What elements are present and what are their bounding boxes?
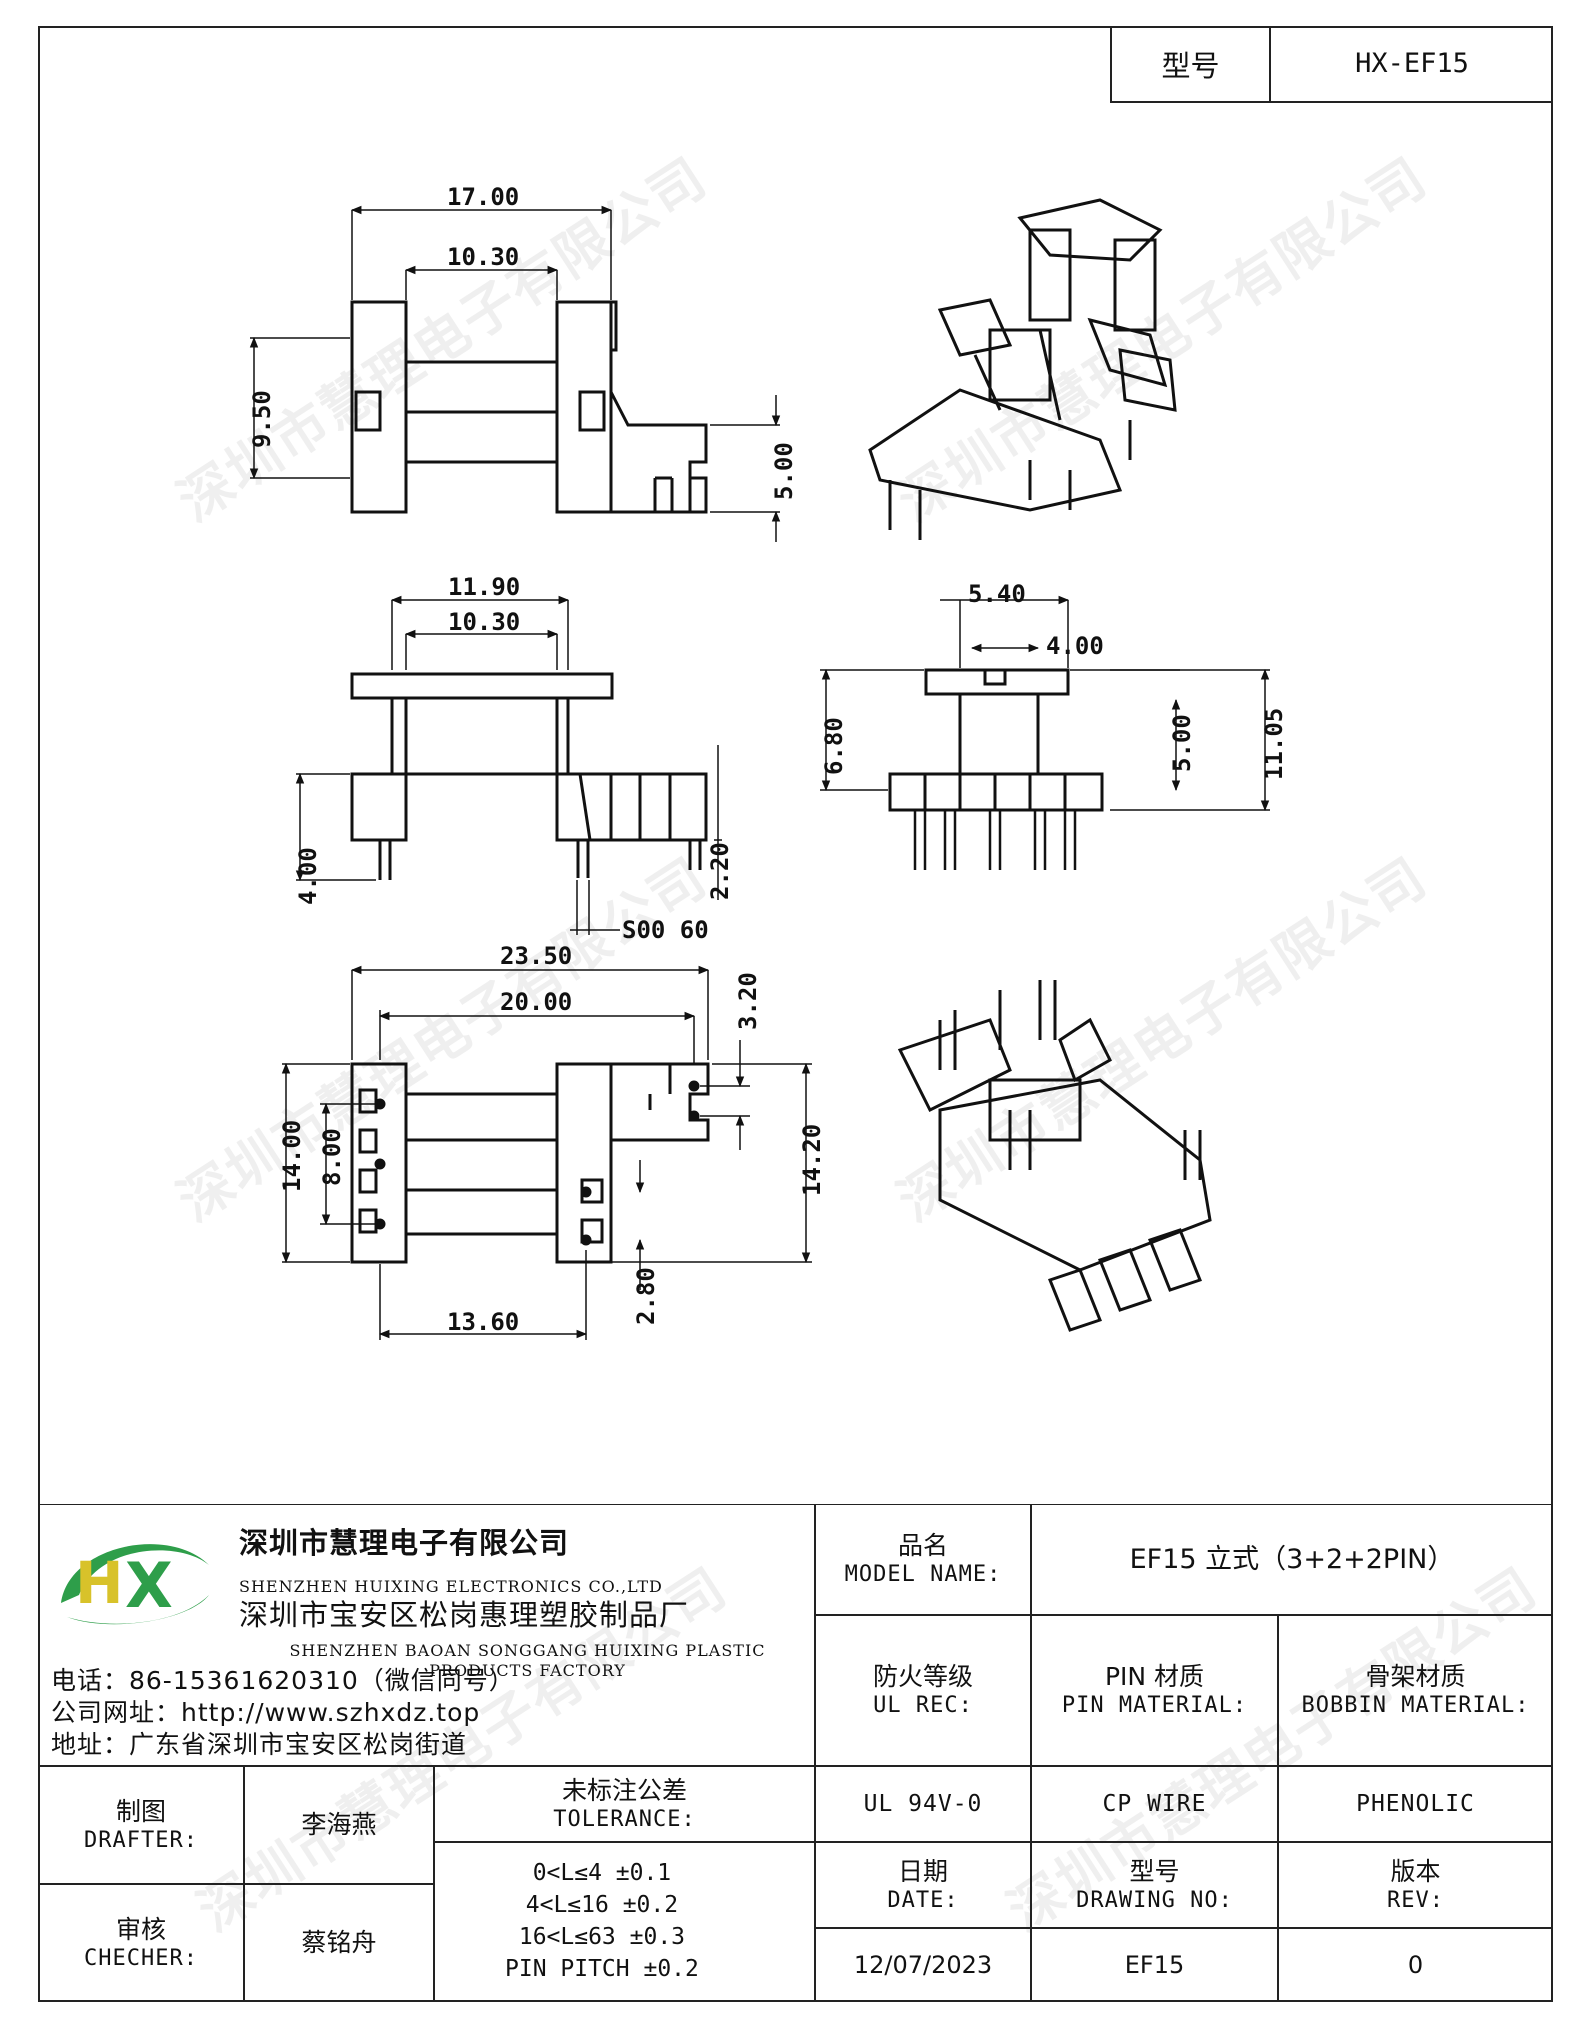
drawing-no-label: 型号 DRAWING NO: <box>1031 1842 1278 1928</box>
product-value: EF15 立式（3+2+2PIN） <box>1129 1543 1455 1575</box>
dim-4-00-side: 4.00 <box>1046 632 1104 660</box>
drafter-value: 李海燕 <box>301 1810 377 1840</box>
label-cn: 防火等级 <box>872 1662 973 1692</box>
dim-14-00: 14.00 <box>278 1120 306 1192</box>
ul-value: UL 94V-0 <box>815 1766 1031 1842</box>
label-cn: 日期 <box>897 1856 948 1886</box>
model-name-label: 品名 MODEL NAME: <box>815 1504 1031 1615</box>
pin-value: CP WIRE <box>1031 1766 1278 1842</box>
company-block: H X 深圳市慧理电子有限公司 SHENZHEN HUIXING ELECTRO… <box>38 1504 815 1766</box>
dim-5-40: 5.40 <box>968 580 1026 608</box>
tolerance-table: 0<L≤4 ±0.1 4<L≤16 ±0.2 16<L≤63 ±0.3 PIN … <box>434 1842 815 2002</box>
label-cn: 制图 <box>115 1796 166 1826</box>
top-view <box>249 205 781 542</box>
label-cn: 骨架材质 <box>1365 1662 1466 1692</box>
drawing-value-text: EF15 <box>1124 1951 1185 1979</box>
dim-10-30: 10.30 <box>447 243 519 271</box>
checker-value: 蔡铭舟 <box>301 1928 377 1958</box>
tolerance-label: 未标注公差 TOLERANCE: <box>434 1766 815 1842</box>
address: 地址：广东省深圳市宝安区松岗街道 <box>51 1730 468 1759</box>
logo-h: H <box>75 1549 124 1617</box>
label-cn: 型号 <box>1129 1856 1180 1886</box>
pin-material-label: PIN 材质 PIN MATERIAL: <box>1031 1615 1278 1766</box>
label-en: DATE: <box>887 1887 959 1913</box>
label-en: DRAWING NO: <box>1076 1887 1233 1913</box>
model-tag-value: HX-EF15 <box>1269 26 1553 103</box>
label-en: REV: <box>1387 1887 1444 1913</box>
bobbin-material-label: 骨架材质 BOBBIN MATERIAL: <box>1278 1615 1553 1766</box>
dim-8-00: 8.00 <box>318 1128 346 1186</box>
company-name-en: SHENZHEN HUIXING ELECTRONICS CO.,LTD <box>239 1577 663 1596</box>
dim-13-60: 13.60 <box>447 1308 519 1336</box>
company-name-cn: 深圳市慧理电子有限公司 <box>239 1526 570 1560</box>
ul-value-text: UL 94V-0 <box>863 1790 983 1817</box>
ul-rec-label: 防火等级 UL REC: <box>815 1615 1031 1766</box>
dim-5-00-top: 5.00 <box>770 442 798 500</box>
isometric-view-lower <box>897 980 1212 1332</box>
dim-pin-size: S00 60 <box>622 916 709 944</box>
pin-value-text: CP WIRE <box>1102 1790 1207 1817</box>
label-en: TOLERANCE: <box>553 1806 696 1832</box>
isometric-view-upper <box>868 198 1177 540</box>
rev-value-text: 0 <box>1407 1951 1424 1979</box>
dim-5-00-side: 5.00 <box>1168 714 1196 772</box>
date-label: 日期 DATE: <box>815 1842 1031 1928</box>
date-value: 12/07/2023 <box>815 1928 1031 2002</box>
tolerance-row: 16<L≤63 ±0.3 <box>518 1924 686 1950</box>
drafter-name: 李海燕 <box>244 1766 434 1884</box>
label-cn: 品名 <box>897 1531 948 1561</box>
dim-11-05: 11.05 <box>1260 708 1288 780</box>
drawing-no-value: EF15 <box>1031 1928 1278 2002</box>
dim-4-00: 4.00 <box>294 847 322 905</box>
dim-11-90: 11.90 <box>448 573 520 601</box>
dim-20-00: 20.00 <box>500 988 572 1016</box>
label-cn: 版本 <box>1390 1856 1441 1886</box>
label-cn: PIN 材质 <box>1104 1662 1205 1692</box>
tolerance-row: 4<L≤16 ±0.2 <box>525 1892 679 1918</box>
label-en: BOBBIN MATERIAL: <box>1301 1693 1530 1719</box>
side-view <box>820 595 1270 870</box>
company-logo: H X <box>61 1544 209 1625</box>
phone: 电话：86-15361620310（微信同号） <box>51 1666 515 1695</box>
drafter-label: 制图 DRAFTER: <box>38 1766 244 1884</box>
label-en: PIN MATERIAL: <box>1061 1693 1248 1719</box>
label-en: UL REC: <box>873 1693 973 1719</box>
checker-label: 审核 CHECHER: <box>38 1884 244 2002</box>
checker-name: 蔡铭舟 <box>244 1884 434 2002</box>
dim-10-30-front: 10.30 <box>448 608 520 636</box>
rev-label: 版本 REV: <box>1278 1842 1553 1928</box>
dim-2-20: 2.20 <box>706 842 734 900</box>
dim-3-20: 3.20 <box>734 972 762 1030</box>
model-name-value: EF15 立式（3+2+2PIN） <box>1031 1504 1553 1615</box>
label-en: MODEL NAME: <box>844 1562 1002 1588</box>
factory-name-cn: 深圳市宝安区松岗惠理塑胶制品厂 <box>239 1598 690 1632</box>
label-en: DRAFTER: <box>84 1827 198 1853</box>
tolerance-row: 0<L≤4 ±0.1 <box>532 1860 672 1886</box>
bobbin-value-text: PHENOLIC <box>1356 1790 1475 1817</box>
rev-value: 0 <box>1278 1928 1553 2002</box>
date-value-text: 12/07/2023 <box>853 1951 993 1979</box>
dim-17-00: 17.00 <box>447 183 519 211</box>
dim-9-50: 9.50 <box>248 390 276 448</box>
model-tag-label: 型号 <box>1110 26 1269 103</box>
label-cn: 审核 <box>115 1914 166 1944</box>
label-cn: 未标注公差 <box>561 1775 687 1805</box>
label-en: CHECHER: <box>84 1945 198 1971</box>
title-block: H X 深圳市慧理电子有限公司 SHENZHEN HUIXING ELECTRO… <box>38 1504 1553 2002</box>
tolerance-row: PIN PITCH ±0.2 <box>505 1956 699 1982</box>
dim-14-20: 14.20 <box>798 1124 826 1196</box>
dim-2-80: 2.80 <box>632 1267 660 1325</box>
bottom-view <box>281 965 812 1340</box>
dim-6-80: 6.80 <box>820 717 848 775</box>
website: 公司网址：http://www.szhxdz.top <box>51 1698 481 1727</box>
factory-name-en: SHENZHEN BAOAN SONGGANG HUIXING PLASTIC … <box>289 1641 766 1680</box>
dim-23-50: 23.50 <box>500 942 572 970</box>
front-view <box>295 595 722 935</box>
logo-x: X <box>125 1549 173 1622</box>
technical-drawing: 17.00 10.30 9.50 5.00 11.90 10.30 4.00 2… <box>248 183 1288 1340</box>
bobbin-value: PHENOLIC <box>1278 1766 1553 1842</box>
model-tag: 型号 HX-EF15 <box>1110 26 1553 103</box>
